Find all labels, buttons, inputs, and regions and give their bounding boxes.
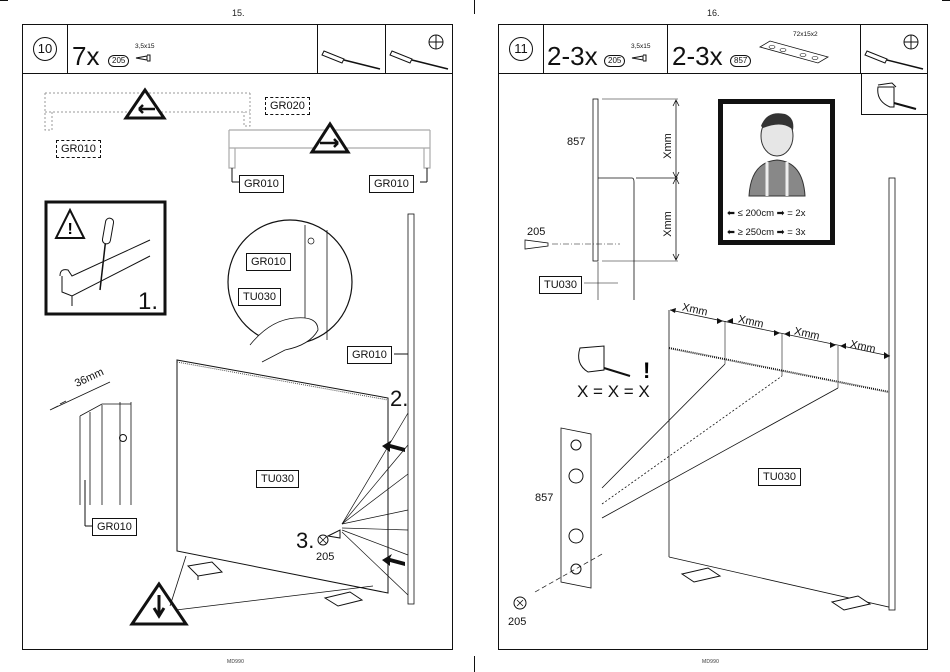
part-label-panel-tu030: TU030 [758, 468, 802, 486]
tool-cell-phillips [861, 25, 927, 73]
page-number-right: 16. [707, 8, 720, 18]
part-number-badge: 205 [108, 55, 130, 67]
screwdriver-flat-icon [321, 50, 381, 70]
step-number-cell: 11 [499, 25, 544, 73]
part-label-profile-gr010: GR010 [92, 518, 137, 536]
mascot-illustration [748, 113, 806, 197]
tape-measure-cell [861, 73, 927, 115]
step-3-label: 3. [296, 528, 315, 553]
footer-code-left: MD990 [227, 659, 245, 665]
rule-row-1: ⬅ ≤ 200cm ➡ = 2x [727, 208, 805, 219]
crop-mark [942, 0, 950, 1]
part-label-gr010-right: GR010 [369, 175, 414, 193]
screw-size: 3,5x15 [135, 43, 155, 50]
rule-1-result: = 2x [787, 208, 806, 219]
screw-icon [135, 54, 151, 62]
tape-measure-icon [877, 82, 917, 110]
bracket-857-label-top: 857 [567, 136, 586, 148]
step-number: 11 [509, 37, 533, 61]
parts-cell-bracket: 2-3x 857 72x15x2 [668, 25, 861, 73]
page-number-left: 15. [232, 8, 245, 18]
part-label-side-gr010: GR010 [347, 346, 392, 364]
part-label-tu030-top: TU030 [539, 276, 583, 294]
part-label-detail-tu030: TU030 [238, 288, 282, 306]
step-number: 10 [33, 37, 57, 61]
screwdriver-phillips-icon [389, 34, 449, 70]
warning-icon [54, 207, 86, 239]
arrow-right-icon: ➡ [776, 208, 785, 219]
page-16-frame: 11 2-3x 205 3,5x15 2-3x 857 72x15x2 [498, 24, 928, 650]
part-number-badge-205: 205 [604, 55, 626, 67]
step-header: 10 7x 205 3,5x15 [23, 25, 452, 74]
step-number-cell: 10 [23, 25, 68, 73]
rule-2-result: = 3x [787, 227, 806, 238]
part-label-detail-gr010: GR010 [246, 253, 291, 271]
arrow-left-icon: ⬅ [727, 208, 735, 219]
tool-cell-phillips [386, 25, 452, 73]
arrow-left-icon: ⬅ [727, 227, 735, 238]
screw-part-205: 205 [316, 551, 335, 563]
part-label-gr020-dashed: GR020 [265, 97, 310, 115]
rule-2-text: ≥ 250cm [737, 227, 774, 238]
arrow-right-icon: ➡ [776, 227, 785, 238]
parts-cell: 7x 205 3,5x15 [68, 25, 318, 73]
xmm-vertical-2: Xmm [661, 211, 674, 237]
quantity-screw: 2-3x [547, 41, 598, 71]
xmm-vertical-1: Xmm [661, 133, 674, 159]
bracket-size: 72x15x2 [793, 31, 818, 38]
info-poster: ⬅ ≤ 200cm ➡ = 2x ⬅ ≥ 250cm ➡ = 3x [718, 99, 835, 245]
push-arrow-icon [382, 554, 405, 566]
screwdriver-phillips-icon [864, 34, 924, 70]
screw-size: 3,5x15 [631, 43, 651, 50]
svg-text:!: ! [643, 358, 650, 383]
crop-mark [474, 0, 475, 14]
part-label-panel-tu030: TU030 [256, 470, 300, 488]
part-number-badge-857: 857 [730, 55, 752, 67]
quantity: 7x [72, 41, 100, 71]
part-label-gr010-dashed: GR010 [56, 140, 101, 158]
step-header: 11 2-3x 205 3,5x15 2-3x 857 72x15x2 [499, 25, 927, 74]
part-label-gr010-left: GR010 [239, 175, 284, 193]
crop-mark [474, 656, 475, 672]
step-1-label: 1. [138, 288, 159, 315]
svg-text:!: ! [68, 221, 73, 238]
quantity-bracket: 2-3x [672, 41, 723, 71]
warning-arrow-left-icon [123, 87, 167, 120]
push-arrow-icon [382, 440, 405, 452]
crop-mark [0, 0, 8, 1]
rule-1-text: ≤ 200cm [737, 208, 774, 219]
equal-spacing-rule: X = X = X [577, 382, 650, 401]
screw-205-label-top: 205 [527, 226, 546, 238]
rule-row-2: ⬅ ≥ 250cm ➡ = 3x [727, 227, 805, 238]
page-15-frame: 10 7x 205 3,5x15 [22, 24, 453, 650]
bracket-857-label-bottom: 857 [535, 492, 554, 504]
screw-205-label-bottom: 205 [508, 616, 527, 628]
bracket-icon [758, 40, 830, 64]
step-2-label: 2. [390, 386, 409, 411]
screw-icon [524, 239, 549, 250]
parts-cell-screw: 2-3x 205 3,5x15 [544, 25, 668, 73]
warning-arrow-right-icon [309, 121, 351, 154]
footer-code-right: MD990 [702, 659, 720, 665]
screw-icon [631, 54, 647, 62]
tool-cell-flat [318, 25, 386, 73]
